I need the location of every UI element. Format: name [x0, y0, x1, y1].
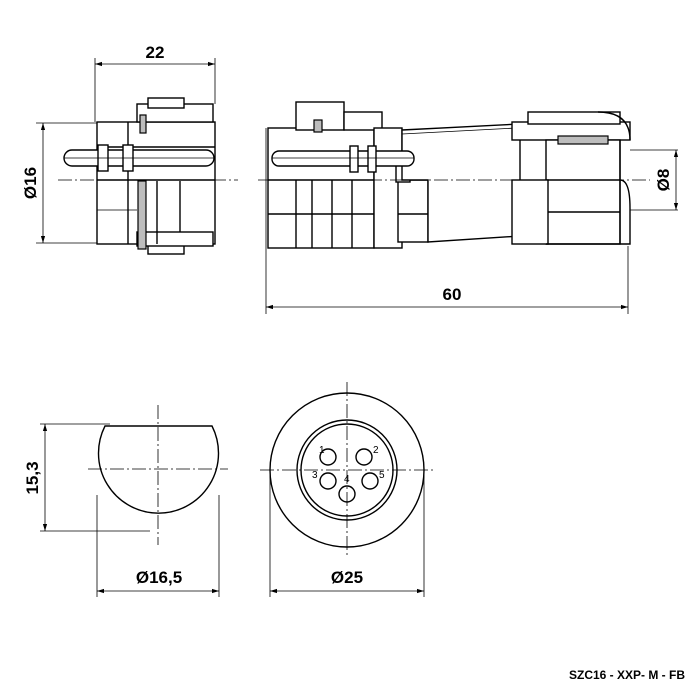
plug-side-view [258, 101, 679, 314]
plug-end-view [260, 382, 436, 597]
dim-end-diameter: Ø25 [331, 568, 363, 587]
socket-front-view [40, 405, 228, 597]
dim-cable-diameter: Ø8 [654, 169, 673, 192]
pin-label-5: 5 [379, 470, 385, 481]
pin-label-4: 4 [344, 474, 350, 485]
dim-front-diameter: Ø16,5 [136, 568, 182, 587]
pin-label-2: 2 [373, 445, 379, 456]
dim-side-width: 22 [146, 43, 165, 62]
pin-label-1: 1 [319, 445, 325, 456]
dim-total-length: 60 [443, 285, 462, 304]
pin-label-3: 3 [312, 470, 318, 481]
dim-side-diameter: Ø16 [21, 167, 40, 199]
part-code-label: SZC16 - XXP- M - FB [568, 668, 685, 682]
socket-side-view [36, 58, 238, 255]
dim-flat-height: 15,3 [23, 461, 42, 494]
